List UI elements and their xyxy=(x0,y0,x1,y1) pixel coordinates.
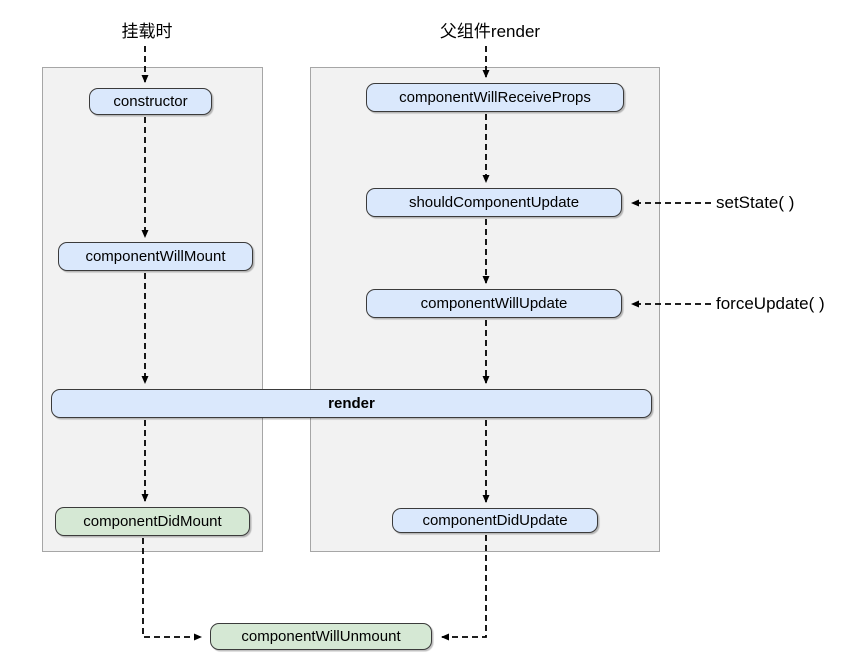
node-component-will-unmount: componentWillUnmount xyxy=(210,623,432,650)
arrow-didmount-to-willunmount xyxy=(142,538,202,641)
forceupdate-label: forceUpdate( ) xyxy=(716,294,825,313)
node-constructor: constructor xyxy=(89,88,212,115)
parent-render-label: 父组件render xyxy=(439,22,541,41)
node-should-component-update: shouldComponentUpdate xyxy=(366,188,622,217)
node-component-will-mount: componentWillMount xyxy=(58,242,253,271)
node-render: render xyxy=(51,389,652,418)
node-component-did-mount: componentDidMount xyxy=(55,507,250,536)
setstate-label: setState( ) xyxy=(716,193,795,212)
node-component-will-update: componentWillUpdate xyxy=(366,289,622,318)
mount-phase-panel xyxy=(42,67,263,552)
mount-phase-label: 挂载时 xyxy=(121,22,173,41)
node-component-will-receive-props: componentWillReceiveProps xyxy=(366,83,624,112)
node-component-did-update: componentDidUpdate xyxy=(392,508,598,533)
arrow-didupdate-to-willunmount xyxy=(441,535,487,641)
